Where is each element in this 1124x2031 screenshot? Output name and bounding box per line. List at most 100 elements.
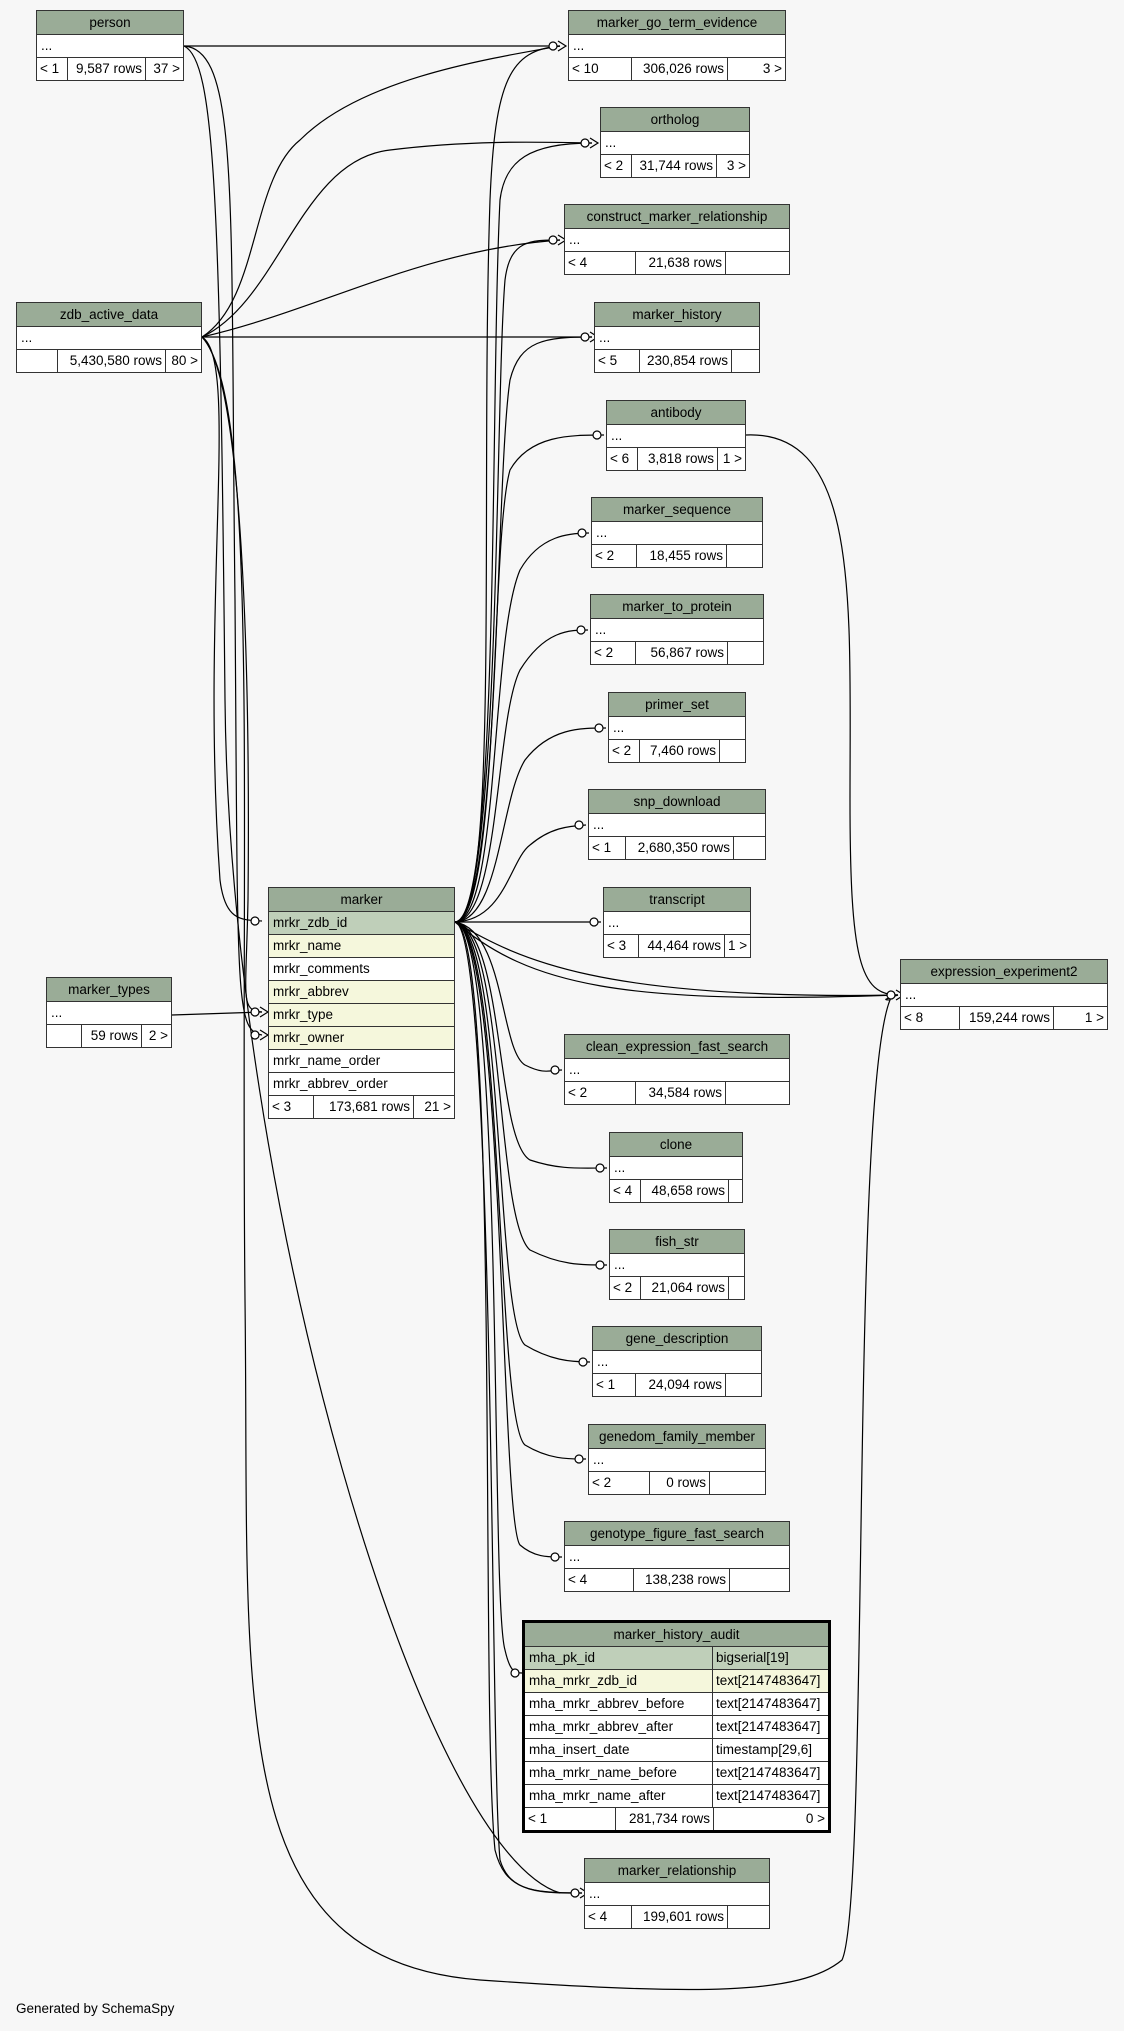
children-count[interactable]: 0 > bbox=[713, 1808, 828, 1830]
column-mrkr-name-order[interactable]: mrkr_name_order bbox=[269, 1050, 454, 1073]
children-count[interactable] bbox=[725, 1374, 761, 1396]
parents-count[interactable]: < 4 bbox=[613, 1183, 633, 1198]
table-header[interactable]: ortholog bbox=[601, 108, 749, 132]
table-header[interactable]: marker_history bbox=[595, 303, 759, 327]
table-header[interactable]: zdb_active_data bbox=[17, 303, 201, 327]
children-count[interactable] bbox=[728, 1180, 742, 1202]
table-header[interactable]: clean_expression_fast_search bbox=[565, 1035, 789, 1059]
table-header[interactable]: gene_description bbox=[593, 1327, 761, 1351]
parents-count[interactable]: < 6 bbox=[610, 451, 630, 466]
table-header[interactable]: genotype_figure_fast_search bbox=[565, 1522, 789, 1546]
parents-count[interactable]: < 10 bbox=[572, 61, 599, 76]
table-header[interactable]: marker_history_audit bbox=[525, 1623, 828, 1647]
parents-count[interactable]: < 2 bbox=[612, 743, 632, 758]
children-count[interactable] bbox=[731, 350, 759, 372]
column-mrkr-owner[interactable]: mrkr_owner bbox=[269, 1027, 454, 1050]
column-mrkr-abbrev[interactable]: mrkr_abbrev bbox=[269, 981, 454, 1004]
table-header[interactable]: construct_marker_relationship bbox=[565, 205, 789, 229]
parents-count[interactable]: < 3 bbox=[607, 938, 627, 953]
parents-count[interactable]: < 2 bbox=[604, 158, 624, 173]
parents-count[interactable]: < 1 bbox=[592, 840, 612, 855]
children-count[interactable]: 1 > bbox=[717, 448, 745, 470]
parents-count[interactable]: < 3 bbox=[272, 1099, 292, 1114]
parents-count[interactable]: < 4 bbox=[568, 1572, 588, 1587]
children-count[interactable] bbox=[727, 642, 763, 664]
children-count[interactable] bbox=[727, 1906, 769, 1928]
table-header[interactable]: marker_go_term_evidence bbox=[569, 11, 785, 35]
table-header[interactable]: genedom_family_member bbox=[589, 1425, 765, 1449]
children-count[interactable]: 3 > bbox=[727, 58, 785, 80]
children-count[interactable]: 1 > bbox=[724, 935, 750, 957]
children-count[interactable]: 80 > bbox=[165, 350, 201, 372]
table-header[interactable]: marker_types bbox=[47, 978, 171, 1002]
children-count[interactable] bbox=[709, 1472, 765, 1494]
children-count[interactable]: 21 > bbox=[413, 1096, 454, 1118]
children-count[interactable] bbox=[733, 837, 765, 859]
parents-count[interactable]: < 2 bbox=[613, 1280, 633, 1295]
parents-count[interactable]: < 1 bbox=[528, 1811, 548, 1826]
parents-count[interactable]: < 4 bbox=[568, 255, 588, 270]
parents-count[interactable] bbox=[47, 1025, 81, 1047]
children-count[interactable] bbox=[729, 1569, 789, 1591]
children-count[interactable]: 2 > bbox=[141, 1025, 171, 1047]
table-header[interactable]: marker_to_protein bbox=[591, 595, 763, 619]
parents-count[interactable]: < 8 bbox=[904, 1010, 924, 1025]
parents-count[interactable]: < 1 bbox=[596, 1377, 616, 1392]
table-header[interactable]: clone bbox=[610, 1133, 742, 1157]
children-count[interactable]: 1 > bbox=[1053, 1007, 1107, 1029]
table-header[interactable]: marker_relationship bbox=[585, 1859, 769, 1883]
column-mrkr-name[interactable]: mrkr_name bbox=[269, 935, 454, 958]
parents-count[interactable]: < 2 bbox=[594, 645, 614, 660]
table-header[interactable]: fish_str bbox=[610, 1230, 744, 1254]
table-header[interactable]: transcript bbox=[604, 888, 750, 912]
parents-count[interactable]: < 2 bbox=[568, 1085, 588, 1100]
parents-count[interactable] bbox=[17, 350, 57, 372]
children-count[interactable] bbox=[725, 252, 789, 274]
parents-count[interactable]: < 5 bbox=[598, 353, 618, 368]
column-mrkr-abbrev-order[interactable]: mrkr_abbrev_order bbox=[269, 1073, 454, 1096]
table-header[interactable]: marker bbox=[269, 888, 454, 912]
parents-count[interactable]: < 1 bbox=[40, 61, 60, 76]
column-mrkr-zdb-id[interactable]: mrkr_zdb_id bbox=[269, 912, 454, 935]
children-count[interactable] bbox=[728, 1277, 744, 1299]
table-header[interactable]: marker_sequence bbox=[592, 498, 762, 522]
children-count[interactable]: 3 > bbox=[716, 155, 749, 177]
children-count[interactable] bbox=[725, 1082, 789, 1104]
column-mrkr-comments[interactable]: mrkr_comments bbox=[269, 958, 454, 981]
parents-count[interactable]: < 2 bbox=[595, 548, 615, 563]
children-count[interactable]: 37 > bbox=[145, 58, 183, 80]
table-header[interactable]: primer_set bbox=[609, 693, 745, 717]
table-header[interactable]: expression_experiment2 bbox=[901, 960, 1107, 984]
table-header[interactable]: person bbox=[37, 11, 183, 35]
parents-count[interactable]: < 4 bbox=[588, 1909, 608, 1924]
children-count[interactable] bbox=[719, 740, 745, 762]
